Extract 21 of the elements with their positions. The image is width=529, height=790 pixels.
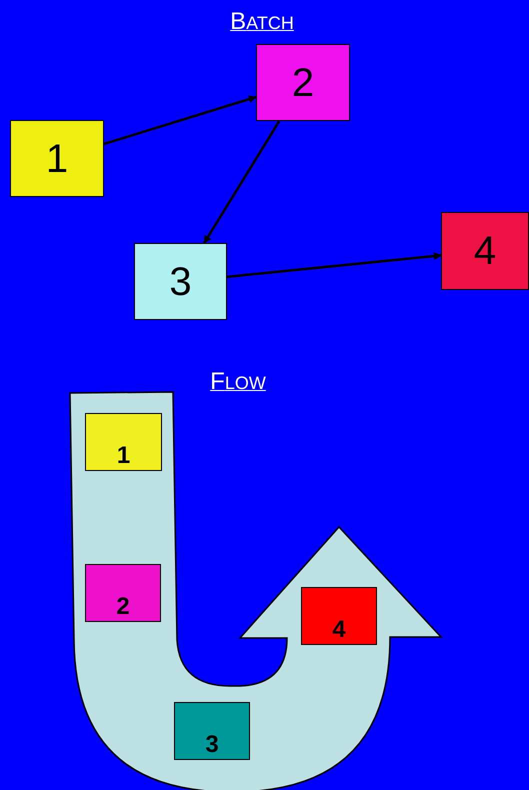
step-box xyxy=(85,413,162,471)
step-box xyxy=(10,120,104,197)
section-heading: BATCH xyxy=(230,7,294,37)
arrow xyxy=(104,95,257,146)
step-box xyxy=(441,212,529,290)
step-number: 4 xyxy=(474,231,496,271)
arrow xyxy=(203,120,280,244)
step-box xyxy=(134,243,227,320)
step-number: 1 xyxy=(116,444,130,468)
step-number: 1 xyxy=(46,138,68,178)
section-heading: FLOW xyxy=(210,367,266,397)
step-number: 2 xyxy=(292,62,314,102)
arrow xyxy=(226,252,442,278)
step-number: 3 xyxy=(205,733,219,757)
step-number: 4 xyxy=(332,618,346,642)
step-box xyxy=(301,587,377,645)
step-number: 2 xyxy=(116,595,130,619)
step-box xyxy=(256,44,350,121)
step-box xyxy=(174,702,250,760)
step-box xyxy=(85,564,161,622)
step-number: 3 xyxy=(169,262,192,302)
